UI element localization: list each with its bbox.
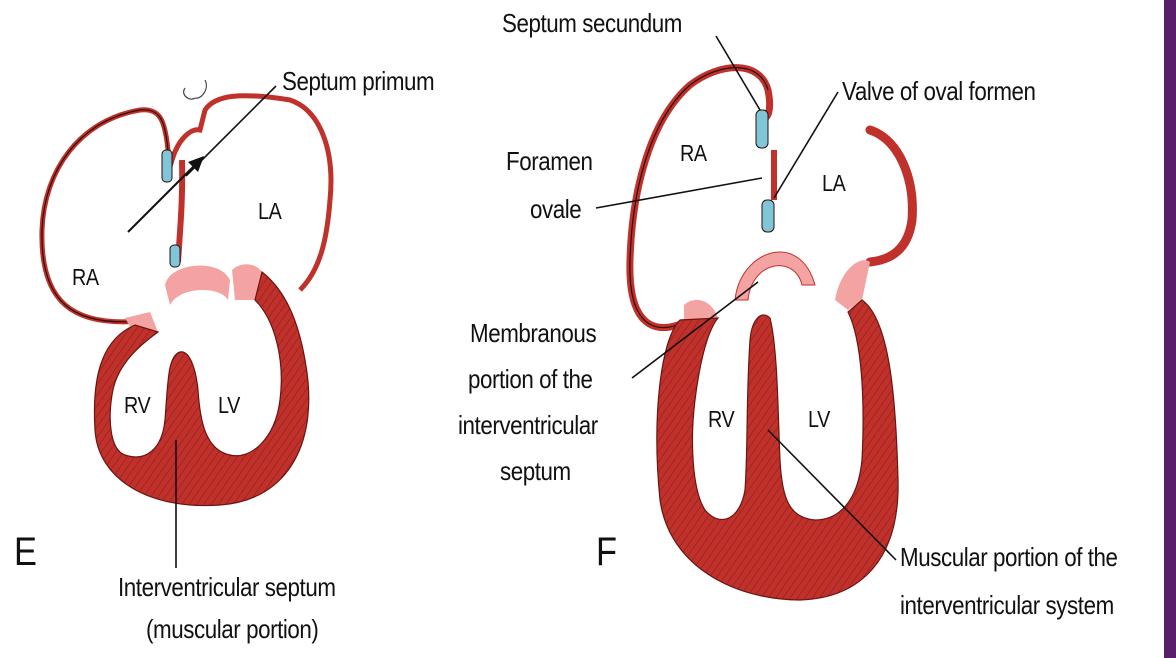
panel-e-la-label: LA (258, 196, 281, 226)
panel-e-ra-label: RA (72, 262, 99, 292)
panel-e-lv-label: LV (218, 390, 240, 420)
panel-e-septum-blue-lower (170, 245, 180, 267)
panel-e-ventricles (94, 272, 308, 506)
panel-f-membranous-label-line2: portion of the (468, 364, 593, 394)
panel-f-cushion-arch (735, 252, 815, 300)
panel-f-septum-secundum-label: Septum secundum (502, 8, 682, 38)
panel-f-membranous-label-line4: septum (500, 456, 571, 486)
panel-e-letter: E (14, 530, 37, 574)
panel-f-septum-secundum-blue (756, 110, 768, 148)
panel-f-rv-label: RV (708, 404, 734, 434)
panel-f-foramen-leader (596, 178, 762, 208)
panel-f-letter: F (596, 530, 617, 574)
panel-e-iv-septum-label-line2: (muscular portion) (146, 614, 318, 644)
panel-f-la-wall (870, 130, 912, 262)
panel-f-heart (596, 36, 912, 600)
panel-e-rv-label: RV (124, 390, 150, 420)
panel-e-heart (42, 80, 331, 568)
panel-f-lv-label: LV (808, 404, 830, 434)
panel-f-muscular-label-line1: Muscular portion of the (900, 542, 1118, 572)
panel-f-valve-label: Valve of oval formen (842, 76, 1036, 106)
panel-f-la-label: LA (822, 168, 845, 198)
panel-e-cushion-central (165, 265, 230, 305)
panel-f-septum-blue-lower (762, 200, 774, 232)
panel-f-muscular-label-line2: interventricular system (900, 590, 1114, 620)
panel-f-ventricles (657, 300, 898, 600)
panel-f-foramen-label-line1: Foramen (506, 146, 592, 176)
panel-e-roof-opening (184, 80, 207, 99)
slide-edge-bar (1164, 0, 1176, 658)
panel-f-membranous-label-line1: Membranous (470, 318, 596, 348)
panel-f-foramen-label-line2: ovale (530, 194, 581, 224)
panel-e-iv-septum-label-line1: Interventricular septum (118, 572, 336, 602)
panel-f-membranous-label-line3: interventricular (458, 410, 598, 440)
panel-e-septum-primum-label: Septum primum (282, 66, 434, 96)
panel-e-septum-blue-upper (162, 150, 172, 182)
panel-f-ra-label: RA (680, 138, 707, 168)
